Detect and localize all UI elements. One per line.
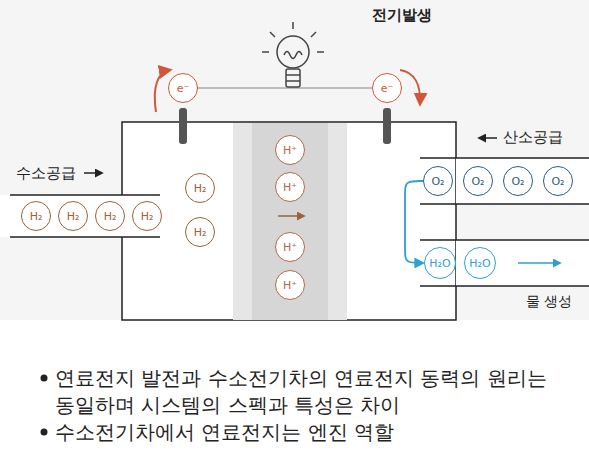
formula-text: H⁺ — [283, 145, 297, 156]
oxygen-molecule: O₂ — [503, 166, 533, 196]
formula-text: H₂ — [104, 211, 117, 222]
cell-body — [122, 122, 456, 320]
formula-text: H₂ — [194, 227, 207, 238]
hydrogen-molecule: H₂ — [185, 173, 215, 203]
hydrogen-molecule: H₂ — [132, 201, 162, 231]
flow-arrow — [405, 181, 423, 263]
formula-text: H⁺ — [283, 280, 297, 291]
membrane-core — [252, 123, 328, 320]
electron-flow-arrow — [400, 70, 420, 104]
formula-text: O₂ — [551, 176, 564, 187]
electricity-label: 전기발생 — [372, 6, 432, 24]
formula-text: H⁺ — [283, 182, 297, 193]
hydrogen-pipe — [0, 195, 124, 237]
oxygen-molecule: O₂ — [543, 166, 573, 196]
formula-text: e⁻ — [177, 83, 190, 94]
water-molecule: H₂O — [424, 247, 456, 279]
water-label: 물 생성 — [526, 293, 572, 310]
proton-circle: H⁺ — [275, 135, 305, 165]
proton-circle: H⁺ — [275, 270, 305, 300]
hydrogen-molecule: H₂ — [58, 201, 88, 231]
membrane — [233, 123, 347, 320]
electrode — [383, 108, 391, 144]
light-bulb — [262, 22, 324, 87]
formula-text: e⁻ — [381, 83, 394, 94]
supply-arrow — [479, 137, 497, 139]
hydrogen-molecule: H₂ — [185, 217, 215, 247]
oxygen-molecule: O₂ — [463, 166, 493, 196]
bullet-dot — [41, 429, 48, 436]
supply-label: 수소공급 — [16, 164, 76, 182]
outflow-arrow — [518, 262, 560, 264]
formula-text: H₂ — [194, 183, 207, 194]
hydrogen-molecule: H₂ — [95, 201, 125, 231]
bullet-text: 수소전기차에서 연료전지는 엔진 역할 — [55, 419, 565, 446]
formula-text: H₂ — [67, 211, 80, 222]
proton-circle: H⁺ — [275, 172, 305, 202]
formula-text: O₂ — [431, 176, 444, 187]
oxygen-molecule: O₂ — [423, 166, 453, 196]
hydrogen-molecule: H₂ — [21, 201, 51, 231]
formula-text: O₂ — [471, 176, 484, 187]
water-molecule: H₂O — [464, 247, 496, 279]
water-pipe — [456, 240, 589, 286]
formula-text: H⁺ — [283, 242, 297, 253]
electron-circle: e⁻ — [168, 73, 198, 103]
wire — [183, 87, 387, 88]
formula-text: H₂O — [429, 258, 450, 269]
supply-label: 산소공급 — [503, 128, 563, 146]
formula-text: H₂ — [141, 211, 154, 222]
electrode — [179, 108, 187, 144]
proton-circle: H⁺ — [275, 232, 305, 262]
bullet-dot — [41, 375, 48, 382]
supply-arrow — [84, 172, 102, 174]
formula-text: H₂ — [30, 211, 43, 222]
proton-arrow — [278, 215, 304, 217]
electron-circle: e⁻ — [372, 73, 402, 103]
formula-text: H₂O — [469, 258, 490, 269]
bullet-text: 연료전지 발전과 수소전기차의 연료전지 동력의 원리는 동일하며 시스템의 스… — [55, 365, 565, 419]
oxygen-pipe — [456, 158, 589, 204]
background — [0, 0, 589, 320]
formula-text: O₂ — [511, 176, 524, 187]
